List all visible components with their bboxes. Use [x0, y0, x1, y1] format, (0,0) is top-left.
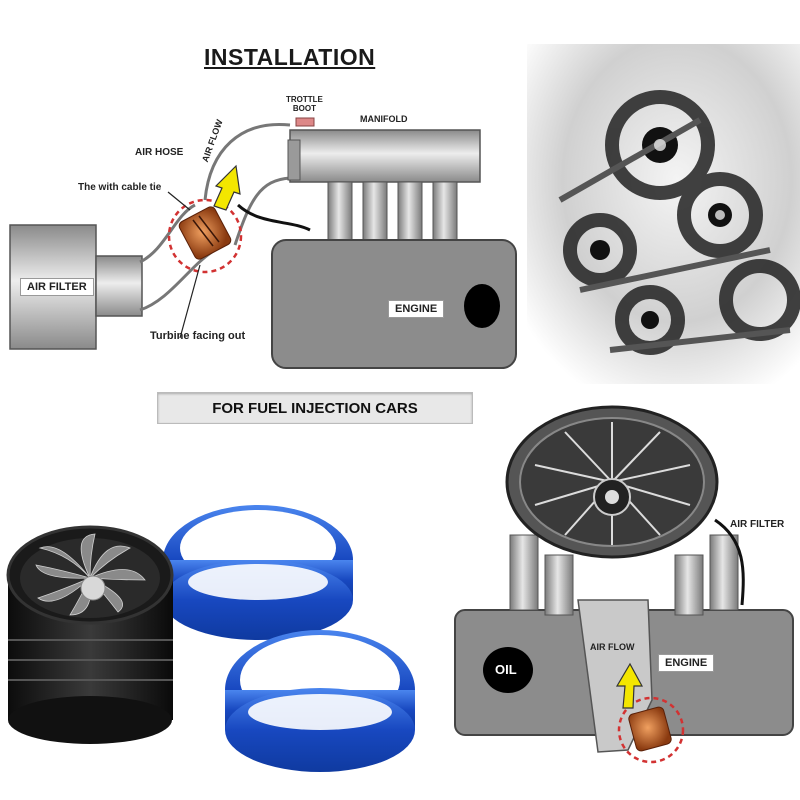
air-filter-label: AIR FILTER — [20, 278, 94, 296]
turbine-label: Turbine facing out — [150, 330, 246, 342]
throttle-line2: BOOT — [292, 104, 316, 113]
engine-label-bottom: ENGINE — [658, 654, 715, 672]
manifold — [287, 117, 481, 243]
throttle-line1: TROTTLE — [286, 95, 323, 104]
product-photo — [6, 505, 415, 772]
throttle-label: TROTTLE BOOT — [286, 95, 323, 113]
oil-label: OIL — [495, 662, 517, 677]
turbine-top — [167, 198, 243, 274]
fuel-injection-banner: FOR FUEL INJECTION CARS — [157, 392, 473, 424]
air-flow-arrow-top — [213, 164, 241, 211]
cable-tie-label: The with cable tie — [78, 182, 162, 193]
turbine-bottom — [617, 696, 685, 764]
page-title: INSTALLATION — [204, 44, 376, 70]
engine-label-top: ENGINE — [388, 300, 445, 318]
air-flow-arrow-bottom — [615, 662, 644, 709]
air-flow-label-bottom: AIR FLOW — [590, 642, 635, 652]
engine-photo — [527, 44, 800, 384]
manifold-label: MANIFOLD — [360, 114, 408, 124]
air-filter-bottom — [454, 405, 794, 753]
air-hose-label: AIR HOSE — [135, 147, 184, 158]
air-filter-label-bottom: AIR FILTER — [730, 519, 785, 530]
